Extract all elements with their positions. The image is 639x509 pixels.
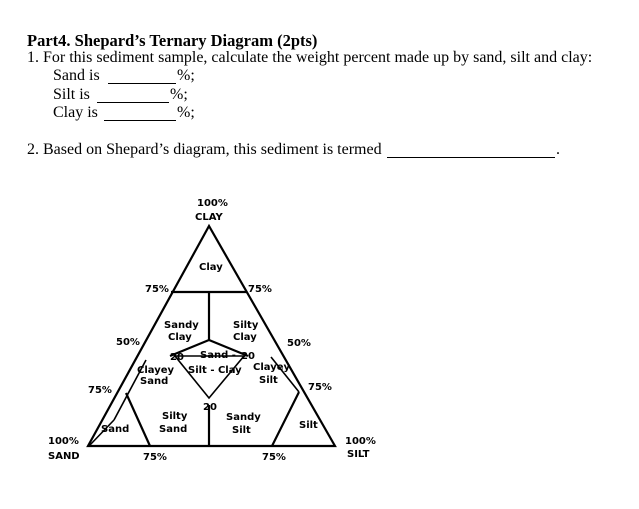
- field-silty-sand-line1: Silty: [162, 411, 188, 422]
- sand-corner-label: SAND: [48, 451, 80, 462]
- field-silty-clay-line1: Silty: [233, 320, 259, 331]
- silt-blank[interactable]: [97, 102, 169, 103]
- part-title: Part4. Shepard’s Ternary Diagram (2pts): [27, 31, 318, 50]
- field-sand: Sand: [101, 424, 129, 435]
- tick-inner-20-right: 20: [241, 351, 255, 362]
- field-clay: Clay: [199, 262, 223, 273]
- tick-bottom-75-left: 75%: [143, 452, 167, 463]
- tick-sand-75: 75%: [88, 385, 112, 396]
- field-sandy-silt-line2: Silt: [232, 425, 251, 436]
- outer-triangle: [86, 223, 337, 448]
- field-silty-clay-line2: Clay: [233, 332, 257, 343]
- silt-field-boundary: [271, 391, 300, 447]
- sand-suffix: %;: [177, 67, 195, 84]
- field-clayey-silt-line1: Clayey: [253, 362, 291, 373]
- left-inner-divider: [169, 338, 210, 358]
- tick-inner-20-left: 20: [170, 352, 184, 363]
- question-2-prompt: 2. Based on Shepard’s diagram, this sedi…: [27, 141, 382, 158]
- clay-corner-label: CLAY: [195, 212, 223, 223]
- clay-blank[interactable]: [104, 120, 176, 121]
- question-2-end: .: [556, 141, 560, 158]
- tick-clay-75-right: 75%: [248, 284, 272, 295]
- sand-field-boundary: [124, 392, 152, 447]
- sand-blank[interactable]: [108, 83, 176, 84]
- field-sand-silt-clay-line2: Silt - Clay: [188, 365, 242, 376]
- field-clayey-sand-line2: Sand: [140, 376, 168, 387]
- silt-suffix: %;: [170, 86, 188, 103]
- field-clayey-sand-line1: Clayey: [137, 365, 175, 376]
- tick-clay-75-left: 75%: [145, 284, 169, 295]
- diagram-lines: [86, 223, 337, 448]
- field-sand-silt-clay-line1: Sand -: [200, 350, 236, 361]
- tick-clay-50-left: 50%: [116, 337, 140, 348]
- tick-bottom-75-right: 75%: [262, 452, 286, 463]
- clay-suffix: %;: [177, 104, 195, 121]
- sand-corner-percent: 100%: [48, 436, 79, 447]
- clay-label: Clay is: [53, 104, 98, 121]
- silt-corner-label: SILT: [347, 449, 370, 460]
- tick-inner-20-bottom: 20: [203, 402, 217, 413]
- question-1-prompt: 1. For this sediment sample, calculate t…: [27, 49, 593, 66]
- field-sandy-clay-line1: Sandy: [164, 320, 199, 331]
- lower-left-divider: [113, 359, 147, 421]
- tick-clay-50-right: 50%: [287, 338, 311, 349]
- lower-left-tip-divider: [88, 419, 115, 447]
- silt-label: Silt is: [53, 86, 90, 103]
- sediment-term-blank[interactable]: [387, 157, 555, 158]
- tick-silt-75: 75%: [308, 382, 332, 393]
- field-sandy-clay-line2: Clay: [168, 332, 192, 343]
- lower-right-divider: [270, 356, 300, 393]
- field-sandy-silt-line1: Sandy: [226, 412, 261, 423]
- sand-label: Sand is: [53, 67, 100, 84]
- silt-corner-percent: 100%: [345, 436, 376, 447]
- field-clayey-silt-line2: Silt: [259, 375, 278, 386]
- field-silty-sand-line2: Sand: [159, 424, 187, 435]
- field-silt: Silt: [299, 420, 318, 431]
- right-inner-divider: [208, 338, 249, 358]
- clay-corner-percent: 100%: [197, 198, 228, 209]
- center-triangle: [173, 355, 246, 400]
